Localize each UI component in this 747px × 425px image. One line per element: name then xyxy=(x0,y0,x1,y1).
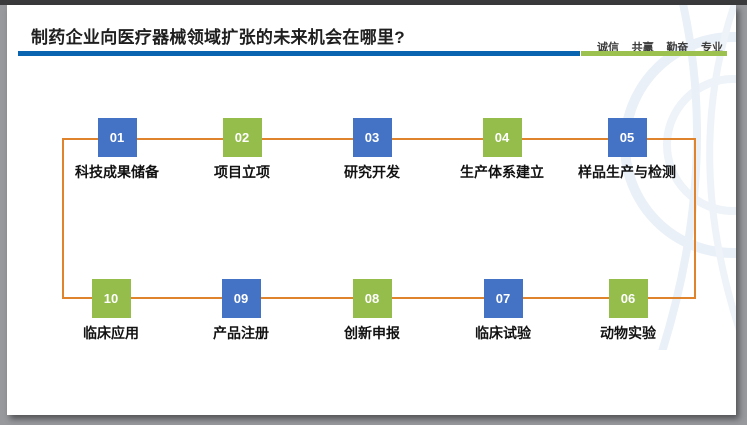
step-number-box: 06 xyxy=(608,279,648,318)
step-label: 创新申报 xyxy=(344,325,400,341)
step-label: 样品生产与检测 xyxy=(578,164,676,180)
step-label: 生产体系建立 xyxy=(460,164,544,180)
step-label: 研究开发 xyxy=(344,164,400,180)
step-label: 临床应用 xyxy=(83,325,139,341)
step-number-box: 09 xyxy=(221,279,261,318)
step-number-box: 01 xyxy=(97,118,137,157)
step-node: 04 生产体系建立 xyxy=(422,118,582,182)
step-node: 01 科技成果储备 xyxy=(37,118,197,182)
step-label: 科技成果储备 xyxy=(75,164,159,180)
step-label: 产品注册 xyxy=(213,325,269,341)
step-node: 10 临床应用 xyxy=(31,279,191,343)
step-number-box: 08 xyxy=(352,279,392,318)
window-top-bar xyxy=(0,0,747,5)
step-label: 项目立项 xyxy=(214,164,270,180)
slogan-underline xyxy=(581,51,727,56)
step-number-box: 05 xyxy=(607,118,647,157)
page-title: 制药企业向医疗器械领域扩张的未来机会在哪里? xyxy=(31,28,405,47)
step-number-box: 07 xyxy=(483,279,523,318)
step-node: 06 动物实验 xyxy=(548,279,708,343)
step-number-box: 03 xyxy=(352,118,392,157)
presentation-slide: 制药企业向医疗器械领域扩张的未来机会在哪里? 诚信 共赢 勤奋 专业 01 科技… xyxy=(7,5,736,415)
step-label: 动物实验 xyxy=(600,325,656,341)
step-node: 08 创新申报 xyxy=(292,279,452,343)
step-node: 09 产品注册 xyxy=(161,279,321,343)
step-number-box: 02 xyxy=(222,118,262,157)
step-number-box: 04 xyxy=(482,118,522,157)
title-underline xyxy=(18,51,580,56)
step-node: 07 临床试验 xyxy=(423,279,583,343)
step-label: 临床试验 xyxy=(475,325,531,341)
step-number-box: 10 xyxy=(91,279,131,318)
step-node: 02 项目立项 xyxy=(162,118,322,182)
step-node: 03 研究开发 xyxy=(292,118,452,182)
step-node: 05 样品生产与检测 xyxy=(547,118,707,182)
